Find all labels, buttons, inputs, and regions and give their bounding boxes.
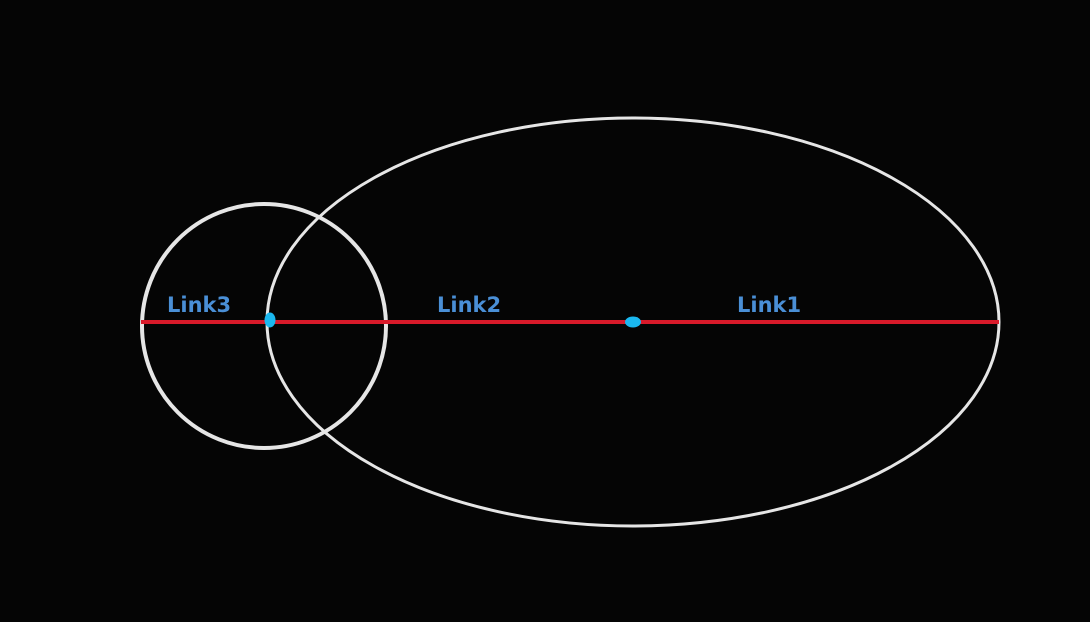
joint-link2-link3: [264, 312, 276, 328]
link1-label: Link1: [737, 293, 801, 317]
joint-link1-link2: [625, 316, 641, 328]
small-circle: [140, 202, 388, 450]
link2-label: Link2: [437, 293, 501, 317]
link3-label: Link3: [167, 293, 231, 317]
